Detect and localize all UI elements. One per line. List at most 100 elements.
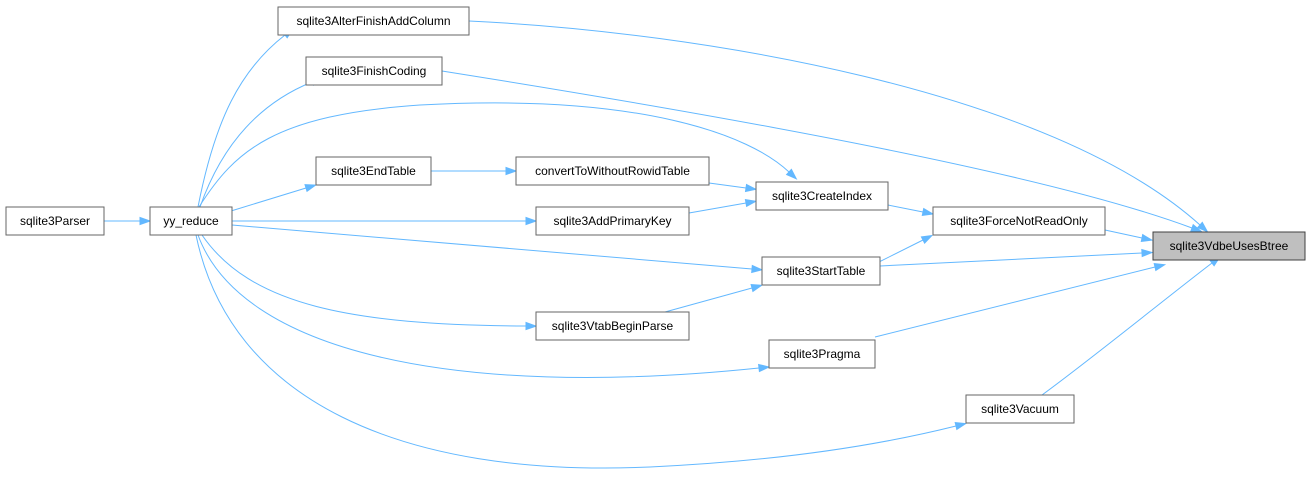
edge-line <box>195 234 957 469</box>
arrowhead-icon <box>920 234 934 244</box>
edge-vacuum-to-vdbe <box>1041 255 1222 396</box>
edge-starttable-to-force <box>874 234 934 265</box>
node-label: yy_reduce <box>163 214 219 228</box>
edge-line <box>874 239 924 265</box>
node-convert[interactable]: convertToWithoutRowidTable <box>515 156 710 186</box>
arrowhead-icon <box>1141 248 1154 258</box>
node-finish[interactable]: sqlite3FinishCoding <box>305 56 443 86</box>
node-label: sqlite3AddPrimaryKey <box>553 214 671 228</box>
arrowhead-icon <box>785 168 798 180</box>
node-force[interactable]: sqlite3ForceNotReadOnly <box>932 206 1106 236</box>
node-label: sqlite3AlterFinishAddColumn <box>296 14 450 28</box>
edge-convert-to-createidx <box>708 182 758 193</box>
nodes-layer: sqlite3VdbeUsesBtree sqlite3AlterFinishAd… <box>5 6 1306 424</box>
edge-pragma-to-vdbe <box>874 263 1167 338</box>
arrowhead-icon <box>139 216 152 226</box>
edge-yy-to-pragma <box>197 234 771 378</box>
edge-line <box>201 234 527 327</box>
node-box <box>535 206 690 236</box>
edge-yy-to-addpk <box>232 216 538 226</box>
arrowhead-icon <box>1190 223 1203 233</box>
edge-yy-to-vacuum <box>195 234 968 469</box>
node-box <box>768 339 876 369</box>
edge-starttable-to-vdbe <box>879 248 1154 267</box>
edge-line <box>231 224 753 270</box>
node-createidx[interactable]: sqlite3CreateIndex <box>755 181 889 211</box>
arrowhead-icon <box>525 321 538 331</box>
arrowhead-icon <box>304 184 318 193</box>
arrowhead-icon <box>1196 221 1209 233</box>
edge-line <box>197 34 286 208</box>
edge-createidx-to-force <box>887 204 935 216</box>
node-box <box>1152 231 1306 261</box>
node-label: sqlite3VtabBeginParse <box>552 319 674 333</box>
node-box <box>515 156 710 186</box>
edge-line <box>1041 262 1213 396</box>
edge-line <box>468 20 1201 226</box>
node-vtab[interactable]: sqlite3VtabBeginParse <box>535 311 690 341</box>
edge-yy-to-createidx <box>198 102 798 208</box>
node-endtable[interactable]: sqlite3EndTable <box>315 156 432 186</box>
edge-line <box>199 81 313 208</box>
arrowhead-icon <box>525 216 538 226</box>
edge-line <box>688 202 747 214</box>
node-box <box>535 311 690 341</box>
arrowhead-icon <box>921 207 935 216</box>
node-alter[interactable]: sqlite3AlterFinishAddColumn <box>277 6 470 36</box>
node-addpk[interactable]: sqlite3AddPrimaryKey <box>535 206 690 236</box>
node-box <box>315 156 432 186</box>
node-parser[interactable]: sqlite3Parser <box>5 206 105 236</box>
node-label: sqlite3ForceNotReadOnly <box>950 214 1087 228</box>
edge-vtab-to-starttable <box>664 284 764 313</box>
node-box <box>277 6 470 36</box>
node-label: sqlite3EndTable <box>331 164 416 178</box>
arrowhead-icon <box>758 363 771 373</box>
node-box <box>755 181 889 211</box>
edge-endtable-to-convert <box>431 166 518 176</box>
edge-line <box>874 266 1156 338</box>
arrowhead-icon <box>744 183 758 193</box>
node-box <box>965 394 1075 424</box>
arrowhead-icon <box>954 422 968 431</box>
node-box <box>932 206 1106 236</box>
node-label: sqlite3CreateIndex <box>772 189 872 203</box>
node-box <box>149 206 233 236</box>
arrowhead-icon <box>1153 263 1167 272</box>
node-vdbe: sqlite3VdbeUsesBtree <box>1152 231 1306 261</box>
edge-line <box>441 70 1193 229</box>
node-label: sqlite3StartTable <box>777 264 866 278</box>
arrowhead-icon <box>750 284 764 293</box>
edge-addpk-to-createidx <box>688 198 758 214</box>
node-label: sqlite3Parser <box>20 214 90 228</box>
edge-force-to-vdbe <box>1104 229 1154 242</box>
node-label: convertToWithoutRowidTable <box>535 164 690 178</box>
node-label: sqlite3VdbeUsesBtree <box>1170 239 1289 253</box>
edge-yy-to-starttable <box>231 224 764 274</box>
edge-parser-to-yy <box>104 216 152 226</box>
node-box <box>305 56 443 86</box>
edge-yy-to-vtab <box>201 234 538 331</box>
node-vacuum[interactable]: sqlite3Vacuum <box>965 394 1075 424</box>
edge-line <box>197 234 760 378</box>
edge-line <box>879 252 1143 267</box>
edge-line <box>198 102 790 208</box>
arrowhead-icon <box>1140 233 1154 242</box>
arrowhead-icon <box>744 198 758 208</box>
node-pragma[interactable]: sqlite3Pragma <box>768 339 876 369</box>
node-box <box>761 256 881 286</box>
node-yy[interactable]: yy_reduce <box>149 206 233 236</box>
node-label: sqlite3Vacuum <box>981 402 1059 416</box>
arrowhead-icon <box>751 264 764 274</box>
edge-line <box>1104 229 1143 239</box>
edge-line <box>887 204 924 213</box>
edge-line <box>708 182 747 189</box>
edge-line <box>230 187 307 212</box>
node-box <box>5 206 105 236</box>
node-starttable[interactable]: sqlite3StartTable <box>761 256 881 286</box>
arrowhead-icon <box>505 166 518 176</box>
edge-yy-to-endtable <box>230 184 318 212</box>
node-label: sqlite3Pragma <box>784 347 861 361</box>
edge-finish-to-vdbe <box>441 70 1203 233</box>
edge-alter-to-vdbe <box>468 20 1209 233</box>
